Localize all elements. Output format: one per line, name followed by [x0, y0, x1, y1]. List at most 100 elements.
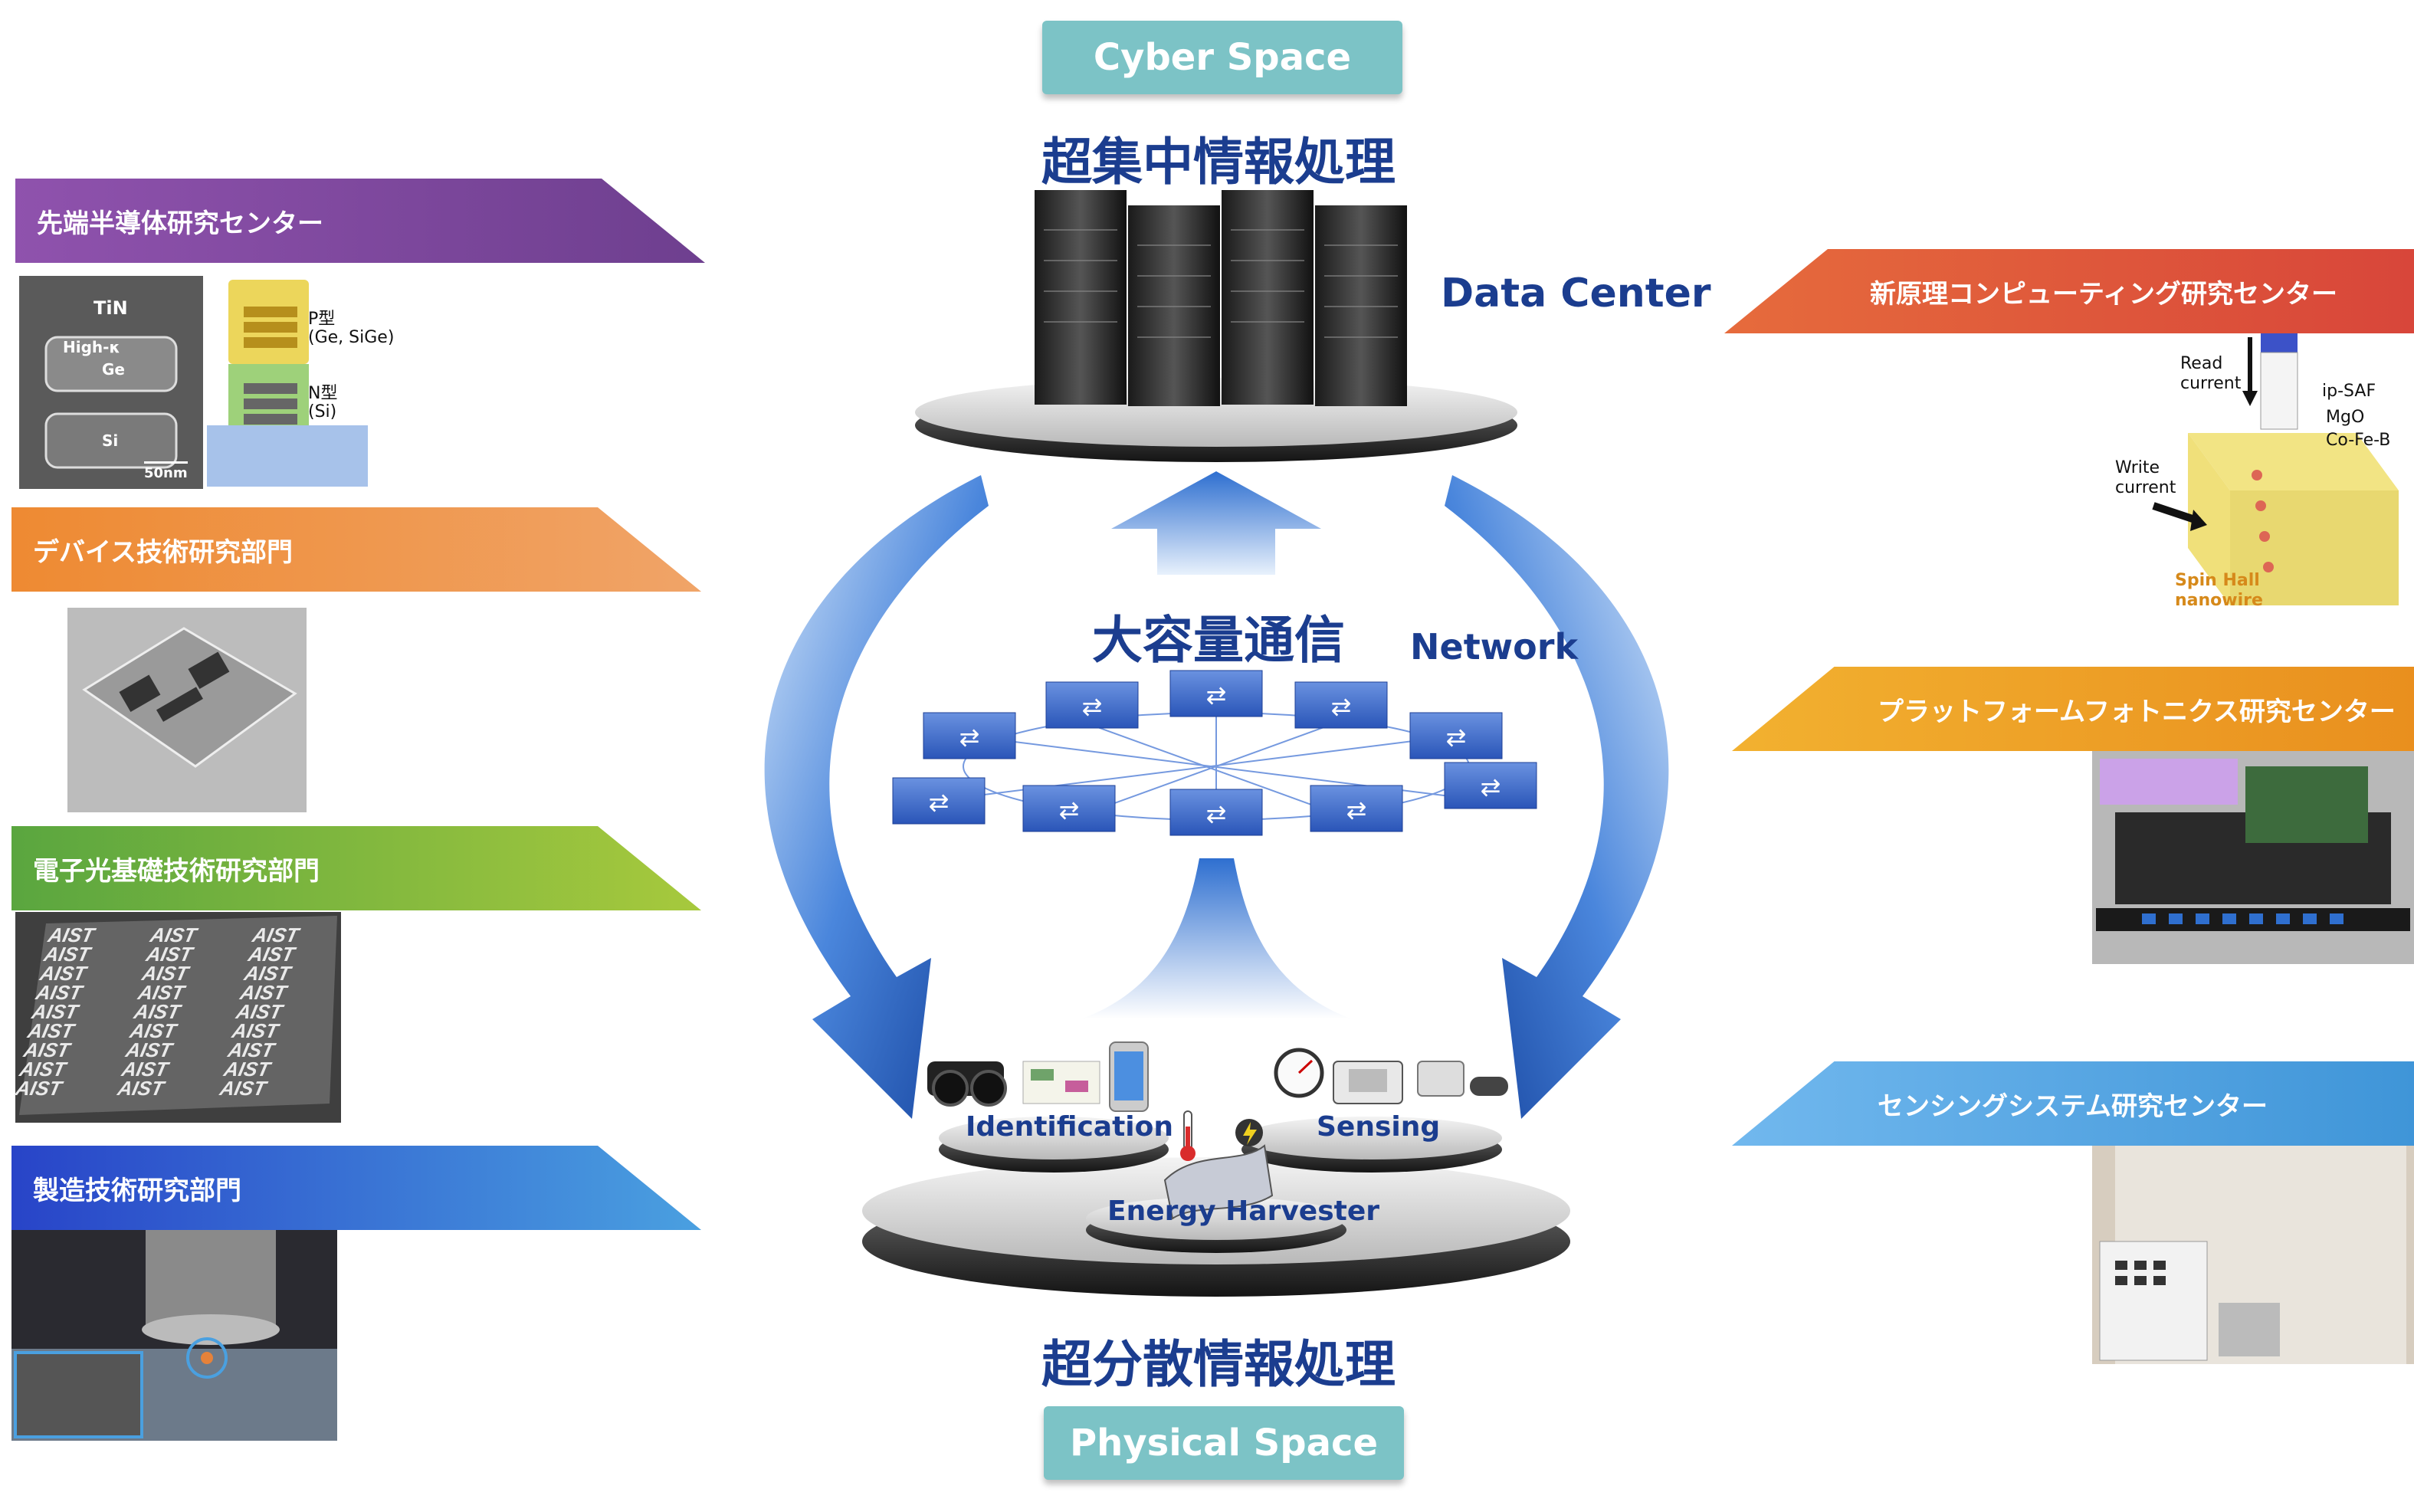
- aist-word: AIST: [139, 962, 191, 985]
- aist-word: AIST: [230, 1019, 280, 1042]
- svg-text:⇄: ⇄: [1059, 795, 1080, 825]
- aist-word: AIST: [34, 981, 84, 1004]
- n-type-label: N型: [308, 384, 338, 403]
- aist-word: AIST: [29, 1000, 80, 1023]
- photonics-rack-photo: [2092, 751, 2414, 964]
- banner-electronics-photonics: 電子光基礎技術研究部門: [11, 826, 701, 910]
- energy-harvester-label: Energy Harvester: [1107, 1195, 1380, 1227]
- p-materials-label: (Ge, SiGe): [308, 328, 395, 347]
- aist-word: AIST: [250, 923, 301, 946]
- aist-word: AIST: [132, 1000, 182, 1023]
- sensor-module-icon: [1333, 1061, 1403, 1104]
- switch-icon: ⇄: [1022, 785, 1116, 832]
- aist-word: AIST: [116, 1077, 166, 1100]
- aist-word: AIST: [120, 1058, 170, 1081]
- banner-novel-computing: 新原理コンピューティング研究センター: [1724, 249, 2414, 333]
- switch-icon: ⇄: [892, 777, 986, 825]
- flexible-film-icon: [1163, 1144, 1274, 1220]
- device-photo: [67, 608, 307, 812]
- switch-icon: ⇄: [1169, 670, 1263, 717]
- thermometer-icon: [1180, 1110, 1196, 1161]
- camera-icon: [927, 1061, 1007, 1107]
- funnel-shape: [1081, 858, 1353, 1019]
- svg-text:⇄: ⇄: [1481, 772, 1501, 802]
- wearable-sensor-photo: [2092, 1146, 2414, 1364]
- ip-saf-label: ip-SAF: [2322, 382, 2376, 401]
- high-capacity-communication-title: 大容量通信: [1092, 611, 1345, 670]
- switch-icon: ⇄: [1310, 785, 1403, 832]
- banner-advanced-semiconductor: 先端半導体研究センター: [15, 179, 705, 263]
- aist-word: AIST: [123, 1038, 175, 1061]
- spin-hall-label: Spin Hall nanowire: [2175, 571, 2263, 610]
- spin-device-diagram: [2152, 322, 2399, 605]
- aist-word: AIST: [13, 1077, 64, 1100]
- svg-text:⇄: ⇄: [929, 788, 950, 817]
- up-arrow-icon: [1111, 471, 1321, 575]
- aist-word: AIST: [148, 923, 199, 946]
- switch-icon: ⇄: [1444, 762, 1537, 809]
- aist-word: AIST: [221, 1058, 273, 1081]
- bottom-platform: [862, 1117, 1570, 1297]
- aist-word: AIST: [136, 981, 187, 1004]
- tin-label: TiN: [93, 297, 128, 319]
- aist-word: AIST: [218, 1077, 268, 1100]
- banner-sensing-system: センシングシステム研究センター: [1732, 1061, 2414, 1146]
- cyber-space-pill: Cyber Space: [1042, 21, 1402, 94]
- aist-word: AIST: [21, 1038, 72, 1061]
- aist-word: AIST: [46, 923, 97, 946]
- physical-space-pill: Physical Space: [1044, 1406, 1404, 1480]
- sensing-label: Sensing: [1317, 1111, 1441, 1143]
- si-label: Si: [102, 431, 119, 450]
- gate-all-around-diagram: [207, 280, 368, 487]
- p-type-label: P型: [308, 310, 336, 329]
- identification-label: Identification: [966, 1111, 1173, 1143]
- right-curved-arrow-icon: [1445, 475, 1669, 1119]
- ge-label: Ge: [102, 360, 125, 379]
- super-distributed-processing-title: 超分散情報処理: [1041, 1335, 1396, 1394]
- network-label: Network: [1410, 626, 1579, 667]
- aist-word: AIST: [17, 1058, 68, 1081]
- aist-word: AIST: [127, 1019, 179, 1042]
- mgo-label: MgO: [2326, 408, 2365, 427]
- manufacturing-photo: [11, 1230, 337, 1441]
- switch-icon: ⇄: [1169, 789, 1263, 836]
- aist-word: AIST: [238, 981, 289, 1004]
- banner-device-technology: デバイス技術研究部門: [11, 507, 701, 592]
- aist-word: AIST: [246, 943, 297, 966]
- write-current-label: Write current: [2115, 458, 2176, 497]
- aist-word: AIST: [38, 962, 89, 985]
- smartphone-icon: [1109, 1041, 1149, 1112]
- pressure-gauge-icon: [1274, 1048, 1324, 1098]
- data-center-label: Data Center: [1441, 271, 1711, 317]
- aist-word: AIST: [225, 1038, 277, 1061]
- super-centralized-processing-title: 超集中情報処理: [1041, 133, 1396, 192]
- read-current-label: Read current: [2180, 354, 2242, 393]
- svg-text:⇄: ⇄: [1206, 799, 1227, 828]
- svg-text:⇄: ⇄: [1446, 723, 1467, 752]
- aist-word: AIST: [25, 1019, 77, 1042]
- aist-word: AIST: [242, 962, 293, 985]
- detector-icon: [1417, 1061, 1508, 1097]
- high-k-label: High-κ: [63, 338, 120, 356]
- banner-platform-photonics: プラットフォームフォトニクス研究センター: [1732, 667, 2414, 751]
- aist-word: AIST: [234, 1000, 285, 1023]
- left-curved-arrow-icon: [764, 475, 989, 1119]
- svg-text:⇄: ⇄: [959, 723, 980, 752]
- banner-manufacturing-technology: 製造技術研究部門: [11, 1146, 701, 1230]
- switch-icon: ⇄: [1045, 681, 1139, 729]
- lightning-icon: [1235, 1119, 1263, 1146]
- aist-glass-photo: [15, 912, 341, 1123]
- svg-text:⇄: ⇄: [1206, 681, 1227, 710]
- server-rack-icon: [1035, 190, 1407, 406]
- switch-icon: ⇄: [1409, 712, 1503, 759]
- switch-icon: ⇄: [1294, 681, 1388, 729]
- svg-text:⇄: ⇄: [1346, 795, 1367, 825]
- aist-word: AIST: [41, 943, 93, 966]
- switch-icons: ⇄ ⇄ ⇄ ⇄ ⇄ ⇄ ⇄ ⇄ ⇄ ⇄: [892, 670, 1537, 836]
- aist-word: AIST: [144, 943, 195, 966]
- switch-icon: ⇄: [923, 712, 1016, 759]
- circuit-board-icon: [1022, 1061, 1100, 1104]
- scale-bar-label: 50nm: [144, 461, 188, 481]
